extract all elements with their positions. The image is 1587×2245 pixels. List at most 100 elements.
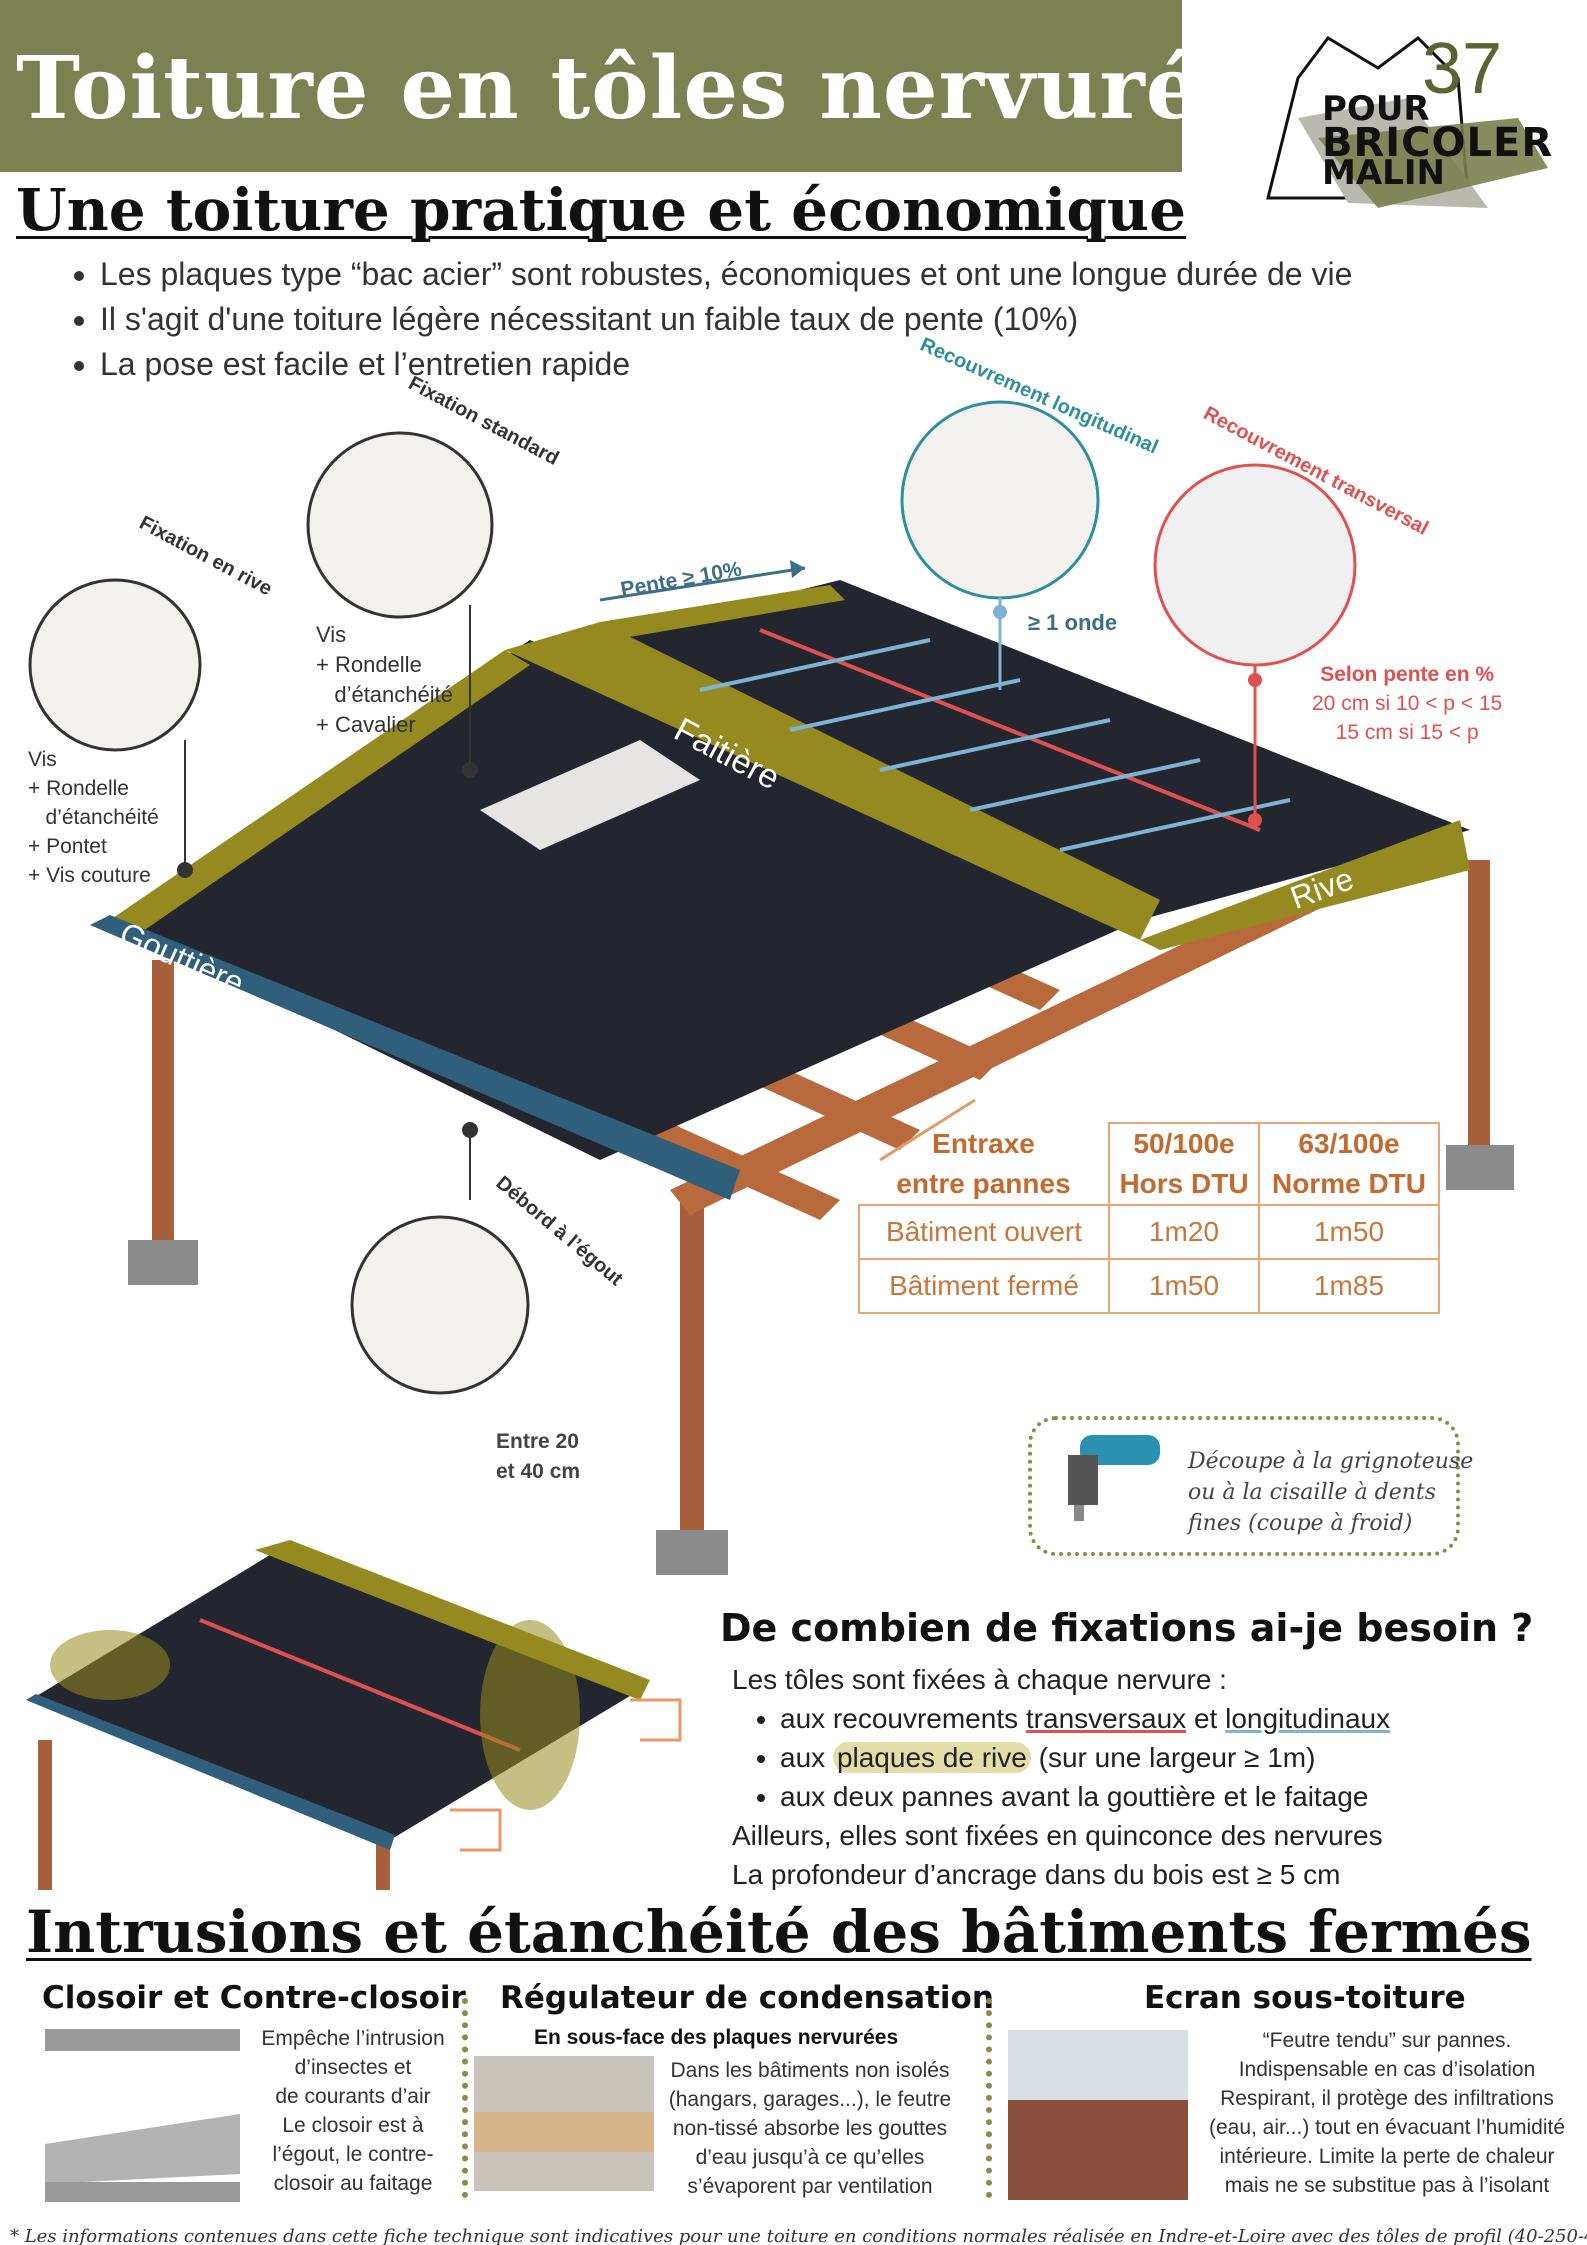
- regulateur-line: Dans les bâtiments non isolés: [670, 2059, 950, 2082]
- fixations-b1-blue: longitudinaux: [1225, 1703, 1391, 1734]
- closoir-title: Closoir et Contre-closoir: [42, 1980, 466, 2016]
- page-number: 37: [1422, 29, 1503, 109]
- regulateur-subtitle: En sous-face des plaques nervurées: [534, 2026, 899, 2049]
- fixation-standard-circle: [306, 431, 494, 619]
- selon-pente-line: 20 cm si 10 < p < 15: [1312, 692, 1503, 715]
- closoir-line: d’insectes et: [294, 2056, 412, 2079]
- rive-fix-line: Vis: [28, 748, 57, 771]
- fixations-b1-red: transversaux: [1025, 1703, 1187, 1734]
- ecran-line: “Feutre tendu” sur pannes.: [1262, 2029, 1512, 2052]
- rive-fix-line: + Vis couture: [28, 864, 151, 887]
- page-title: Toiture en tôles nervurées: [16, 38, 1307, 139]
- ecran-text: “Feutre tendu” sur pannes. Indispensable…: [1192, 2026, 1582, 2200]
- entraxe-head-line: Entraxe: [932, 1127, 1035, 1159]
- ecran-line: mais ne se substitue pas à l’isolant: [1224, 2174, 1550, 2197]
- ridge-flashing: [505, 622, 1160, 940]
- transverse-overlap-line: [759, 628, 1261, 832]
- logo-word-1: POUR: [1322, 89, 1430, 129]
- column-separator: [462, 1998, 468, 2198]
- entre-label: Entre 20: [496, 1430, 579, 1453]
- ecran-line: (eau, air...) tout en évacuant l’humidit…: [1208, 2116, 1566, 2139]
- row-value: 1m85: [1258, 1258, 1440, 1314]
- fixations-b2-hl: plaques de rive: [832, 1742, 1031, 1773]
- fixation-en-rive-circle: [28, 578, 202, 752]
- entraxe-col1-line: 50/100e: [1133, 1128, 1235, 1159]
- rive-fix-line: + Pontet: [28, 835, 107, 858]
- fixations-bullet: aux plaques de rive (sur une largeur ≥ 1…: [780, 1738, 1390, 1777]
- entraxe-col2-line: 63/100e: [1298, 1128, 1400, 1159]
- fixations-b2-post: (sur une largeur ≥ 1m): [1030, 1742, 1316, 1773]
- entraxe-head-line: entre pannes: [896, 1167, 1071, 1199]
- fixations-intro: Les tôles sont fixées à chaque nervure :: [732, 1664, 1227, 1695]
- debord-circle: [350, 1215, 530, 1395]
- fixations-b1-mid: et: [1186, 1703, 1226, 1734]
- logo-text: POUR BRICOLER MALIN: [1322, 92, 1553, 190]
- row-value: 1m50: [1108, 1258, 1260, 1314]
- right-trim: [1140, 820, 1470, 950]
- footnote: * Les informations contenues dans cette …: [10, 2226, 1587, 2245]
- ecran-line: Indispensable en cas d’isolation: [1238, 2058, 1536, 2081]
- closoir-text: Empêche l’intrusion d’insectes et de cou…: [248, 2024, 458, 2198]
- top-trim: [600, 585, 845, 640]
- roof-illustration: [26, 400, 1514, 1890]
- wooden-posts: [152, 860, 1490, 1550]
- entraxe-head-label: Entraxe entre pannes: [859, 1123, 1109, 1205]
- standard-fix-line: Vis: [316, 622, 347, 647]
- fixations-b2-pre: aux: [780, 1742, 833, 1773]
- entraxe-col2-head: 63/100e Norme DTU: [1258, 1122, 1440, 1206]
- table-row: Bâtiment fermé 1m50 1m85: [858, 1258, 1440, 1314]
- logo-word-2: BRICOLER: [1322, 120, 1554, 166]
- entraxe-table: Entraxe entre pannes 50/100e Hors DTU 63…: [858, 1122, 1440, 1314]
- selon-pente-title: Selon pente en %: [1320, 663, 1495, 686]
- fixations-bullet: aux recouvrements transversaux et longit…: [780, 1699, 1390, 1738]
- intro-bullets: Les plaques type “bac acier” sont robust…: [70, 252, 1352, 387]
- fixations-body: Les tôles sont fixées à chaque nervure :…: [732, 1660, 1390, 1894]
- intro-bullet: La pose est facile et l’entretien rapide: [100, 342, 1352, 387]
- table-row: Bâtiment ouvert 1m20 1m50: [858, 1204, 1440, 1260]
- longitudinal-lines: [699, 638, 1291, 852]
- row-label: Bâtiment ouvert: [858, 1204, 1110, 1260]
- fixations-b1-pre: aux recouvrements: [780, 1703, 1026, 1734]
- standard-fix-line: + Rondelle: [316, 652, 422, 677]
- column-separator: [986, 1998, 992, 2198]
- regulateur-title: Régulateur de condensation: [500, 1980, 994, 2016]
- rive-fix-line: + Rondelle: [28, 777, 129, 800]
- regulateur-text: Dans les bâtiments non isolés (hangars, …: [660, 2056, 960, 2201]
- fixations-line: La profondeur d’ancrage dans du bois est…: [732, 1859, 1341, 1890]
- regulateur-line: d’eau jusqu’à ce qu’elles: [695, 2146, 925, 2169]
- standard-fix-line: d’étanchéité: [316, 682, 453, 707]
- regulateur-photo: [474, 2056, 654, 2191]
- nibbler-tool-icon: [1068, 1435, 1160, 1521]
- recouvrement-transversal-circle: [1153, 463, 1357, 667]
- grignoteuse-box: [1028, 1416, 1460, 1556]
- grignoteuse-text: Découpe à la grignoteuse ou à la cisaill…: [1188, 1446, 1473, 1539]
- fixations-bullet: aux deux pannes avant la gouttière et le…: [780, 1777, 1390, 1816]
- ecran-title: Ecran sous-toiture: [1144, 1980, 1466, 2016]
- rive-fix-line: d’étanchéité: [28, 806, 159, 829]
- fixations-heading: De combien de fixations ai-je besoin ?: [720, 1606, 1534, 1650]
- closoir-line: Empêche l’intrusion: [261, 2027, 445, 2050]
- entre-label-2: et 40 cm: [496, 1460, 581, 1483]
- ecran-line: intérieure. Limite la perte de chaleur: [1219, 2145, 1555, 2168]
- ecran-photo: [1008, 2030, 1188, 2200]
- pointer-lines: [177, 605, 478, 1200]
- title-band: Toiture en tôles nervurées: [0, 0, 1306, 172]
- gutter: [90, 915, 740, 1200]
- entraxe-arrow: [879, 1098, 976, 1162]
- fixations-line: Ailleurs, elles sont fixées en quinconce…: [732, 1820, 1383, 1851]
- intrusions-heading: Intrusions et étanchéité des bâtiments f…: [26, 1898, 1532, 1966]
- closoir-line: closoir au faitage: [273, 2172, 433, 2195]
- rive-fix-list: Vis + Rondelle d’étanchéité + Pontet + V…: [28, 745, 159, 890]
- row-value: 1m50: [1258, 1204, 1440, 1260]
- grignoteuse-line: fines (coupe à froid): [1188, 1511, 1413, 1536]
- onde-label: ≥ 1 onde: [1028, 610, 1118, 635]
- selon-pente-line: 15 cm si 15 < p: [1335, 721, 1479, 744]
- selon-pente-block: Selon pente en % 20 cm si 10 < p < 15 15…: [1312, 660, 1502, 747]
- entraxe-col1-head: 50/100e Hors DTU: [1108, 1122, 1260, 1206]
- small-roof: [26, 1540, 682, 1890]
- closoir-line: Le closoir est à: [282, 2114, 424, 2137]
- recouvrement-longitudinal-circle: [900, 400, 1100, 600]
- intro-bullet: Les plaques type “bac acier” sont robust…: [100, 252, 1352, 297]
- entraxe-col2-line: Norme DTU: [1271, 1168, 1426, 1199]
- ecran-line: Respirant, il protège des infiltrations: [1220, 2087, 1554, 2110]
